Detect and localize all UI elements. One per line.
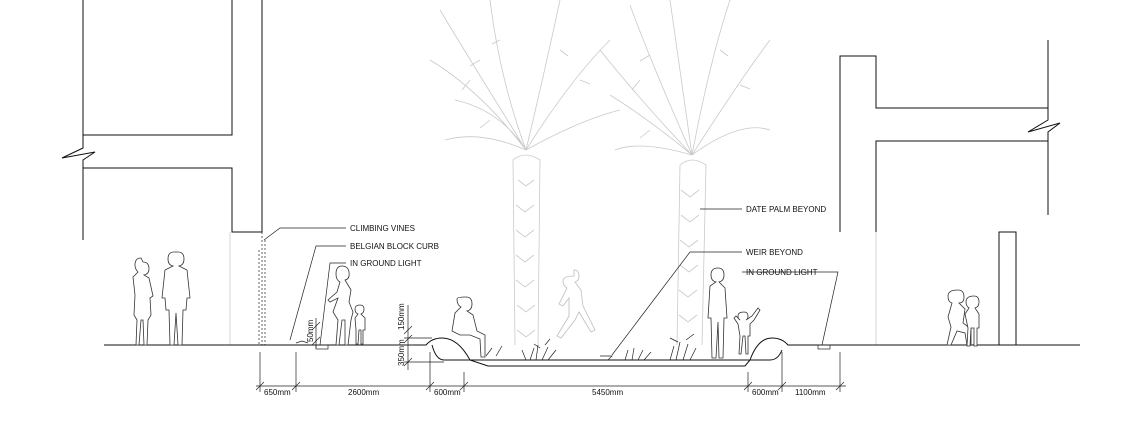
basin-planting (485, 333, 697, 361)
label-date-palm-beyond: DATE PALM BEYOND (746, 205, 826, 214)
person-man-left (161, 251, 191, 346)
person-man-right (707, 267, 728, 359)
label-weir-beyond: WEIR BEYOND (746, 248, 803, 257)
dim-350: 350mm (397, 339, 406, 366)
left-building (61, 0, 263, 345)
date-palm-left (429, 0, 621, 346)
label-belgian-block-curb: BELGIAN BLOCK CURB (350, 242, 439, 251)
dim-600-right: 600mm (752, 388, 779, 397)
person-sitting (451, 296, 486, 358)
climbing-vines (258, 232, 266, 345)
person-couple-right (946, 289, 980, 347)
dimension-chain (255, 352, 846, 392)
dim-1100: 1100mm (795, 388, 826, 397)
label-in-ground-light-right: IN GROUND LIGHT (746, 268, 818, 277)
dim-600-left: 600mm (434, 388, 461, 397)
dim-2600: 2600mm (348, 388, 379, 397)
label-climbing-vines: CLIMBING VINES (350, 224, 415, 233)
person-child-right (733, 307, 761, 355)
right-building (839, 40, 1061, 345)
dim-650: 650mm (264, 388, 291, 397)
vertical-dimensions (311, 305, 444, 370)
dim-5450: 5450mm (592, 388, 623, 397)
date-palm-right (599, 0, 771, 346)
person-mother-child (327, 265, 366, 346)
dim-150: 150mm (397, 303, 406, 330)
label-in-ground-light-left: IN GROUND LIGHT (350, 259, 422, 268)
person-woman-left (132, 257, 154, 346)
dim-50: 50mm (306, 319, 315, 342)
person-walking-ghost (556, 269, 596, 339)
leader-lines (263, 208, 839, 356)
ground-line (104, 337, 1080, 367)
